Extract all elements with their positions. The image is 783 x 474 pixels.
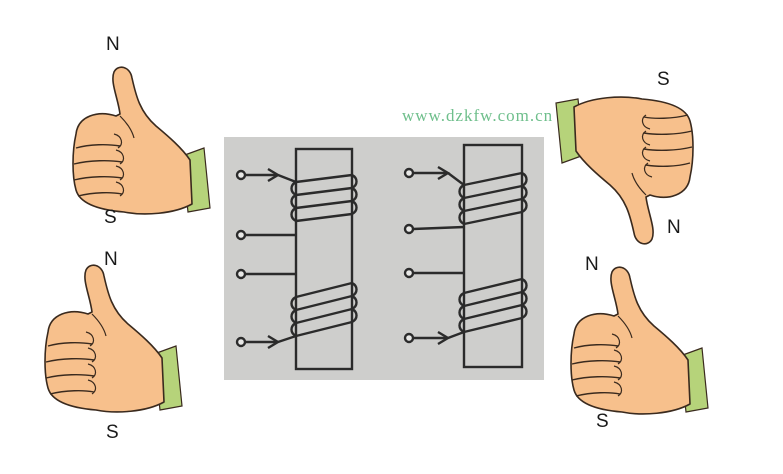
terminal-4-left [235, 336, 247, 348]
pole-label-s-bottom-right: S [596, 411, 609, 432]
pole-label-n-bottom-left: N [104, 249, 118, 270]
iron-core-left [294, 147, 354, 371]
terminal-3-right [403, 267, 415, 279]
solenoid-photo [224, 137, 544, 380]
terminal-3-left [235, 268, 247, 280]
watermark-text: www.dzkfw.com.cn [402, 106, 554, 125]
terminal-1-right [403, 167, 415, 179]
terminal-4-right [403, 332, 415, 344]
pole-label-s-top-right: S [657, 69, 670, 90]
terminal-1-left [235, 169, 247, 181]
right-hand-thumb-icon [44, 264, 183, 413]
pole-label-s-bottom-left: S [106, 422, 119, 443]
pole-label-n-top-right: N [667, 217, 681, 238]
iron-core-right [462, 143, 524, 369]
right-hand-thumb-icon [570, 266, 709, 415]
right-hand-thumb-icon [72, 66, 211, 215]
terminal-2-right [403, 223, 415, 235]
solenoid-right [403, 143, 528, 369]
pole-label-s-top-left: S [104, 207, 117, 228]
solenoid-left [235, 147, 358, 371]
terminal-2-left [235, 229, 247, 241]
pole-label-n-bottom-right: N [585, 254, 599, 275]
pole-label-n-top-left: N [106, 34, 120, 55]
